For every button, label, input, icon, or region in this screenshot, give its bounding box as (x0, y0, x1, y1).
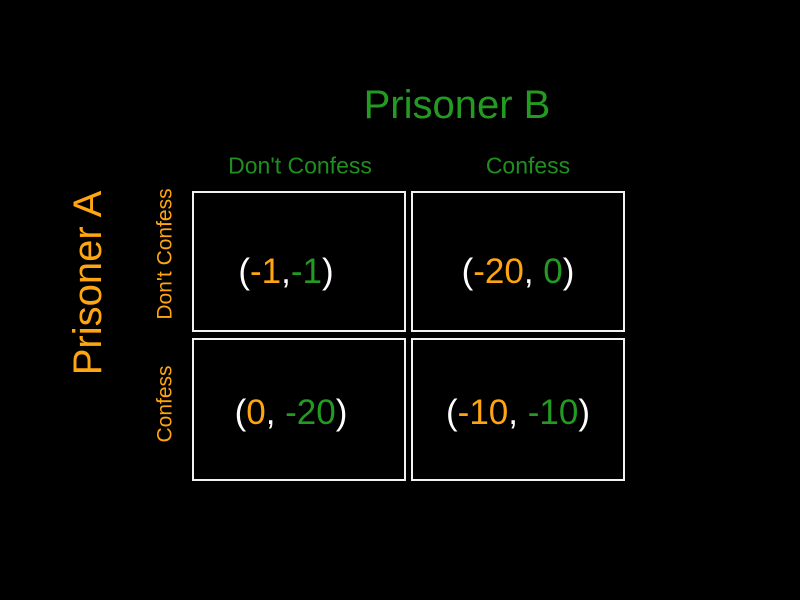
payoff-a-value: -1 (250, 252, 282, 291)
payoff-separator: , (523, 252, 544, 291)
row-header-confess: Confess (153, 365, 177, 443)
paren-close: ) (335, 393, 348, 432)
payoff-separator: , (508, 393, 528, 432)
payoff-separator: , (281, 252, 291, 291)
col-header-confess: Confess (485, 152, 571, 179)
payoff-pair: (-1,-1) (238, 254, 333, 289)
player-a-title: Prisoner A (66, 190, 110, 376)
row-header-dont-confess: Don't Confess (153, 188, 177, 320)
payoff-pair: (-10, -10) (446, 395, 590, 430)
paren-close: ) (578, 393, 590, 432)
payoff-b-value: -10 (527, 393, 579, 432)
payoff-cell-dontconfess-confess: (-20, 0) (411, 191, 625, 332)
player-b-title: Prisoner B (363, 83, 551, 127)
payoff-cell-confess-confess: (-10, -10) (411, 338, 625, 481)
payoff-a-value: -10 (457, 393, 509, 432)
paren-open: ( (234, 393, 247, 432)
payoff-pair: (0, -20) (235, 395, 348, 430)
paren-close: ) (321, 252, 334, 291)
payoff-a-value: 0 (246, 393, 266, 432)
payoff-b-value: 0 (543, 252, 563, 291)
paren-open: ( (238, 252, 250, 291)
payoff-cell-dontconfess-dontconfess: (-1,-1) (192, 191, 406, 332)
payoff-b-value: -20 (285, 393, 336, 432)
payoff-pair: (-20, 0) (462, 254, 575, 289)
paren-open: ( (446, 393, 458, 432)
payoff-a-value: -20 (473, 252, 524, 291)
payoff-separator: , (265, 393, 286, 432)
payoff-cell-confess-dontconfess: (0, -20) (192, 338, 406, 481)
paren-close: ) (562, 252, 575, 291)
col-header-dont-confess: Don't Confess (228, 152, 372, 179)
payoff-b-value: -1 (290, 252, 322, 291)
paren-open: ( (461, 252, 474, 291)
